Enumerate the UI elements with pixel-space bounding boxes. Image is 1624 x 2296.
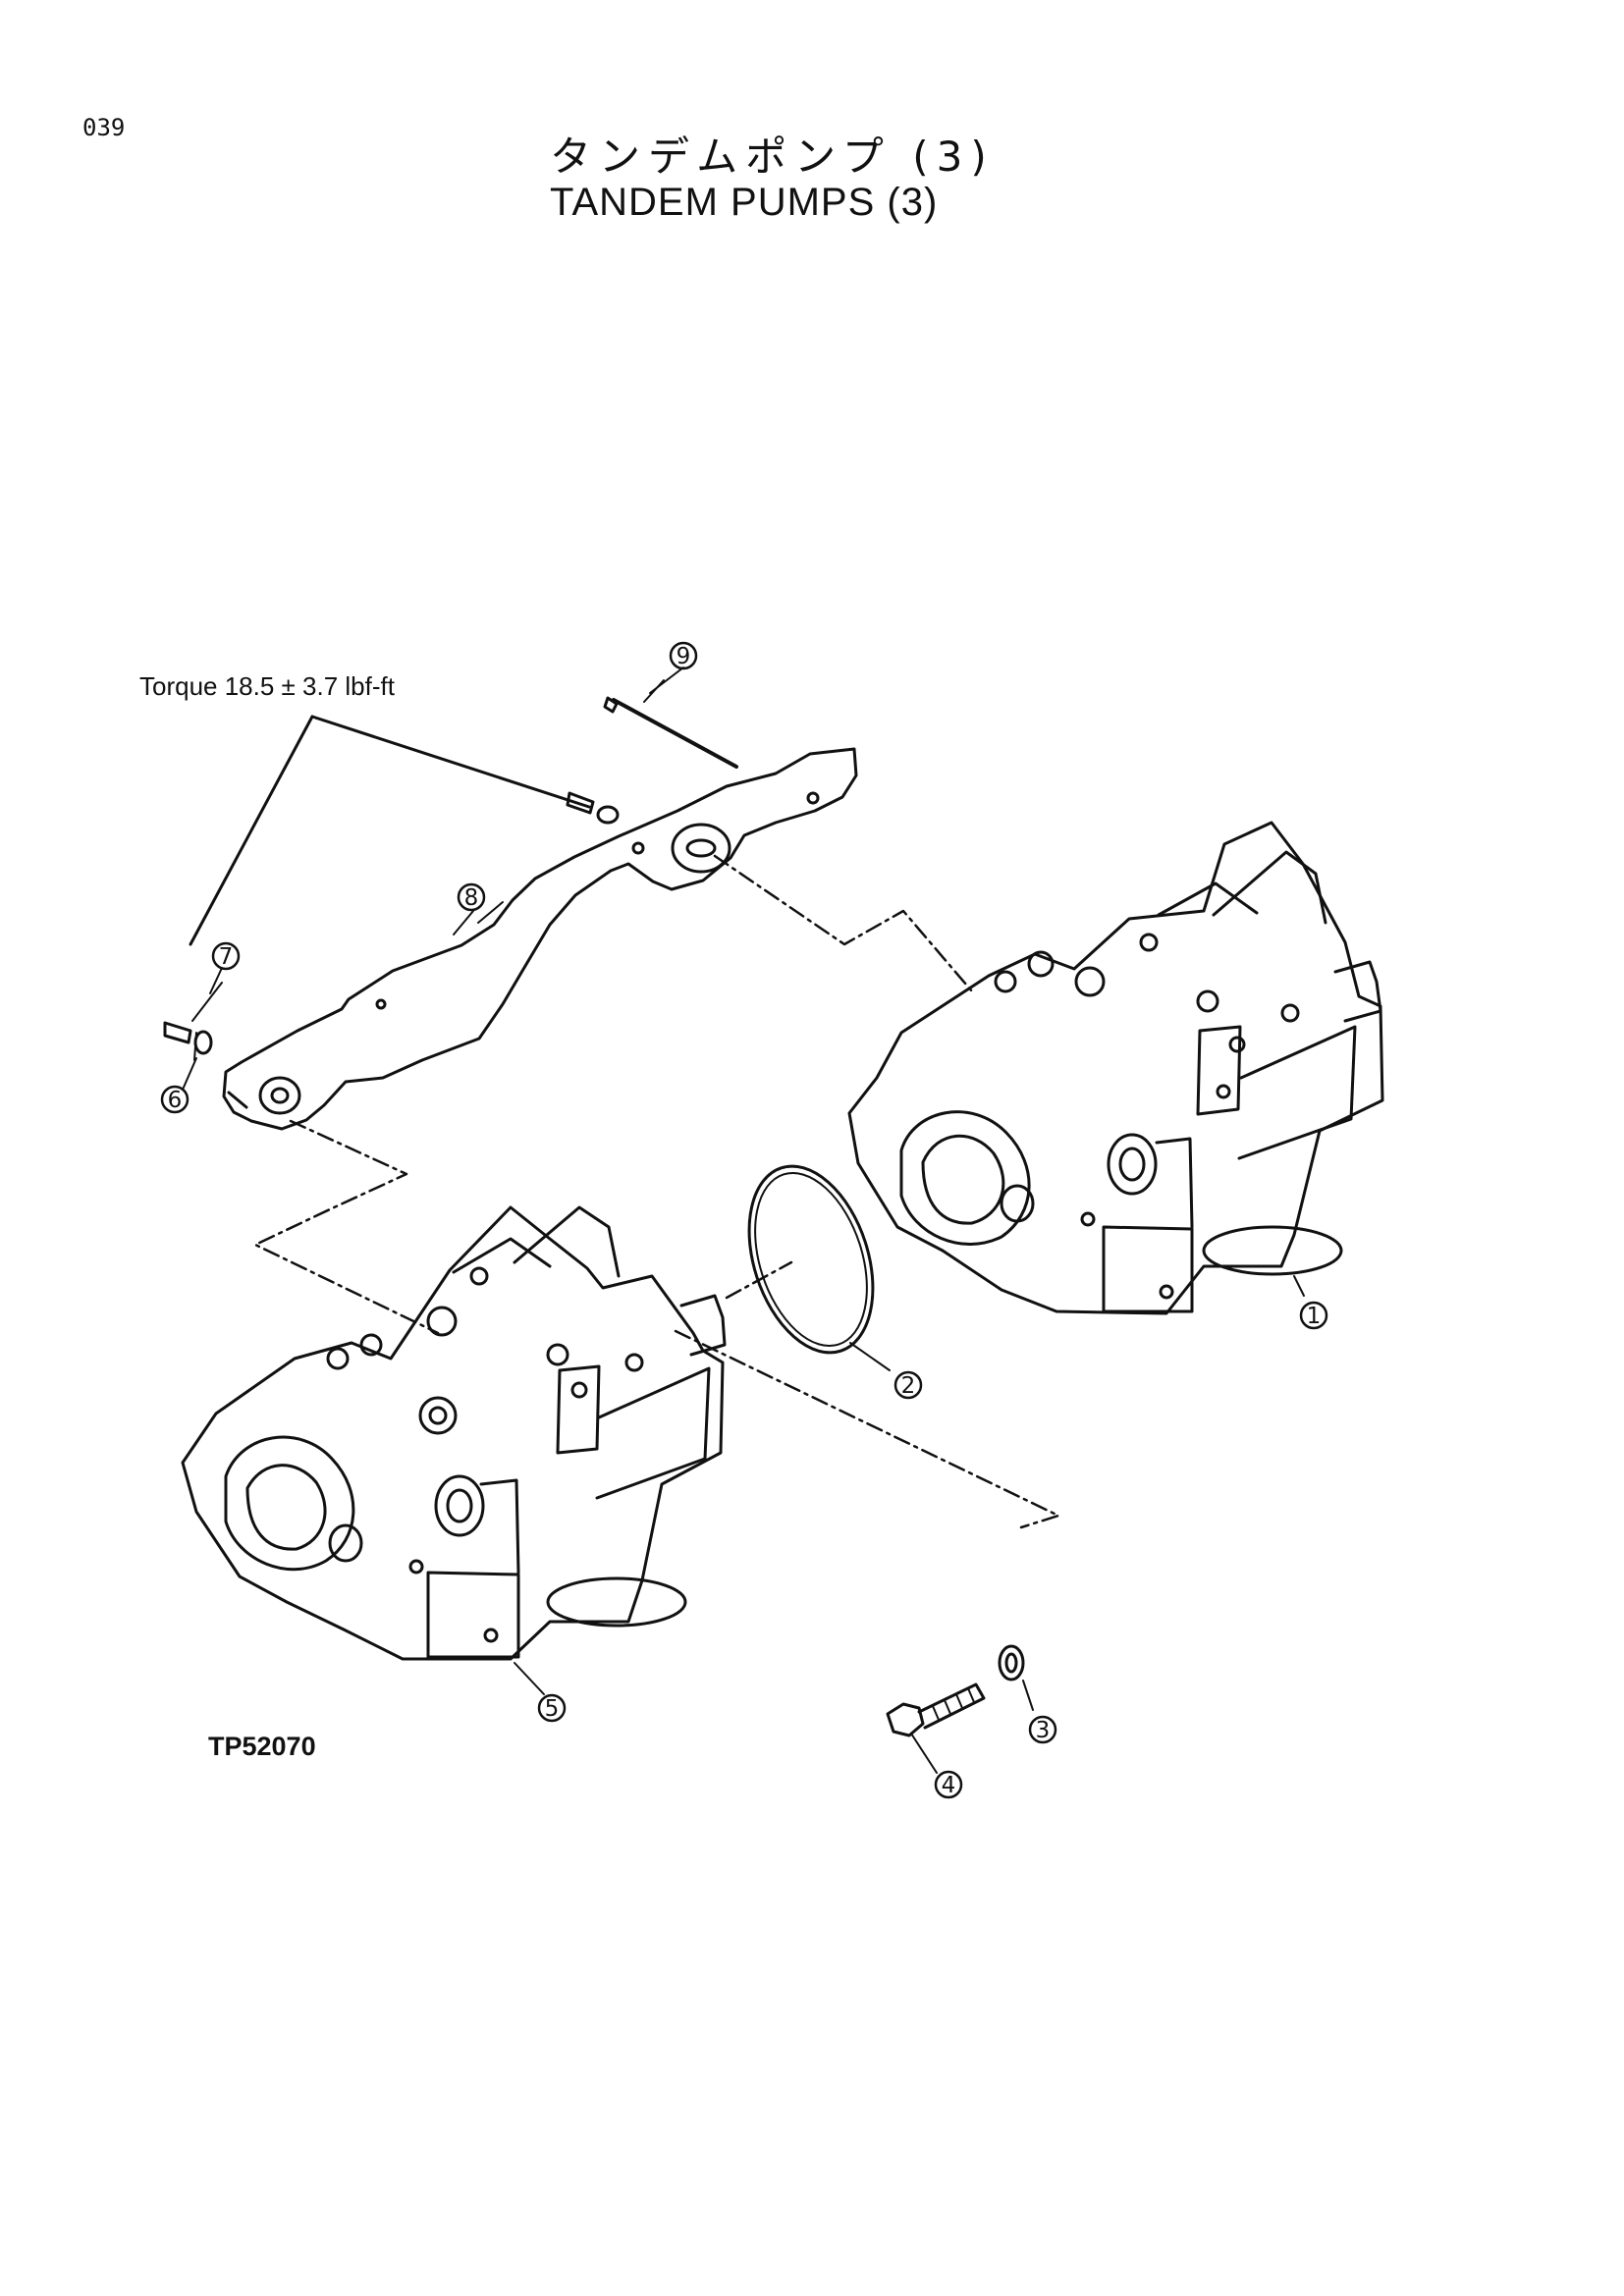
callout-label-4: 4	[942, 1773, 956, 1798]
drawing-id: TP52070	[208, 1732, 316, 1761]
callout-8	[457, 882, 486, 912]
torque-leader-lines	[189, 715, 591, 946]
callout-markers	[160, 641, 1328, 1799]
dash-dot-alignment-lines	[253, 854, 1060, 1529]
callout-label-6: 6	[168, 1088, 183, 1113]
callout-9	[669, 641, 698, 670]
washer-3	[998, 1644, 1025, 1682]
callout-label-2: 2	[901, 1373, 916, 1399]
callout-labels: 9 8 7 6 1 2 3 4 5	[168, 644, 1322, 1798]
callout-label-5: 5	[545, 1696, 560, 1722]
callout-leaders	[182, 667, 1305, 1774]
callout-6	[160, 1085, 189, 1114]
o-ring-2	[747, 1164, 875, 1355]
title-english: TANDEM PUMPS (3)	[550, 181, 939, 224]
callout-label-8: 8	[464, 885, 479, 911]
pump-1	[847, 821, 1384, 1315]
callout-label-9: 9	[677, 644, 691, 669]
callout-4	[934, 1770, 963, 1799]
bracket-8	[222, 747, 858, 1131]
callout-5	[537, 1693, 567, 1723]
callout-label-7: 7	[219, 944, 234, 970]
callout-1	[1299, 1301, 1328, 1330]
callout-label-1: 1	[1307, 1304, 1322, 1329]
bolt-4	[886, 1682, 986, 1737]
callout-3	[1028, 1715, 1057, 1744]
bolt-torque-upper	[566, 791, 620, 825]
page-number: 039	[82, 114, 126, 141]
callout-2	[893, 1370, 923, 1400]
pump-5	[181, 1205, 727, 1661]
bolt-9	[603, 679, 738, 769]
callout-label-3: 3	[1036, 1718, 1051, 1743]
bolt-7-washer-6	[163, 982, 223, 1061]
title-japanese: タンデムポンプ (3)	[550, 133, 995, 181]
torque-annotation: Torque 18.5 ± 3.7 lbf-ft	[139, 671, 395, 701]
callout-7	[211, 941, 241, 971]
